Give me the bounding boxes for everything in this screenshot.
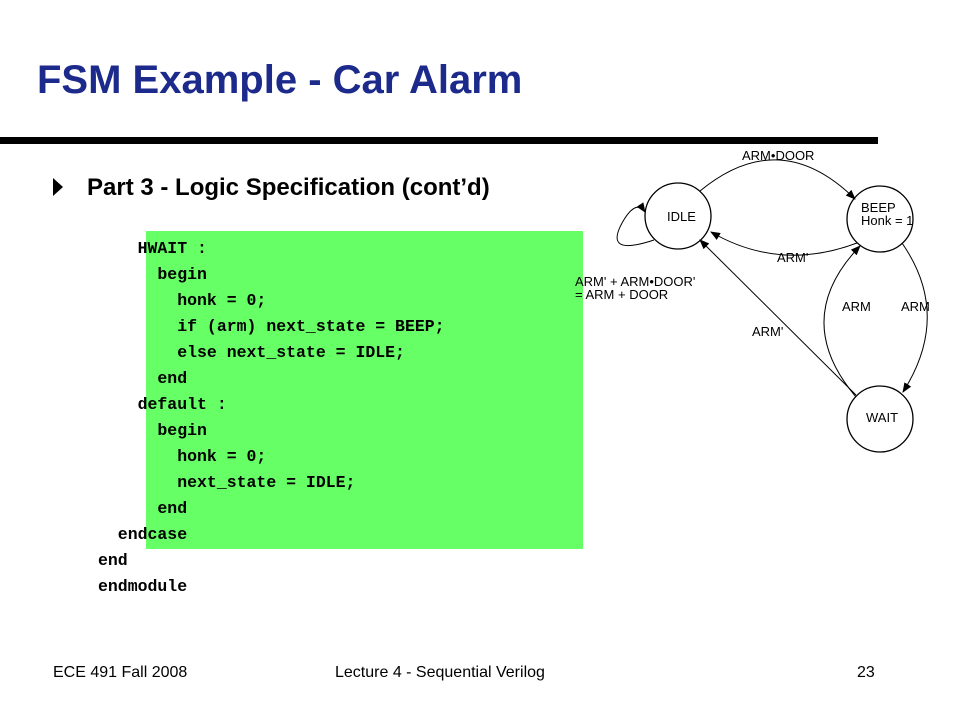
state-beep-output: Honk = 1 [861,213,913,228]
transition-idle-to-beep-label: ARM•DOOR [742,148,814,163]
code-line: HWAIT : [98,239,207,258]
transition-wait-to-idle [699,239,857,396]
bullet-arrow-icon [53,178,63,196]
footer-lecture-title: Lecture 4 - Sequential Verilog [335,664,545,681]
code-line: next_state = IDLE; [98,473,356,492]
bullet-item: Part 3 - Logic Specification (cont’d) [53,174,490,202]
code-line: honk = 0; [98,447,267,466]
transition-idle-self-loop [616,202,655,247]
code-highlight [146,231,583,549]
transition-idle-to-beep [699,159,856,200]
bullet-text: Part 3 - Logic Specification (cont’d) [87,174,490,201]
code-line: honk = 0; [98,291,267,310]
code-line: begin [98,265,207,284]
footer-course: ECE 491 Fall 2008 [53,664,188,681]
state-wait [846,385,914,453]
transition-wait-to-beep-label: ARM [842,299,871,314]
transition-wait-to-idle-label: ARM' [752,324,783,339]
transition-beep-to-wait-label: ARM [901,299,930,314]
title-divider [0,137,878,144]
code-line: if (arm) next_state = BEEP; [98,317,445,336]
state-idle-label: IDLE [667,209,696,224]
slide-title: FSM Example - Car Alarm [37,58,523,102]
code-line: endcase [98,525,188,544]
transition-beep-to-wait [901,242,928,393]
footer-page-number: 23 [857,664,875,681]
code-line: end [98,499,188,518]
transition-beep-to-idle-label: ARM' [777,250,808,265]
state-beep-label: BEEP [861,200,896,215]
transition-idle-self-label-1: ARM' + ARM•DOOR' [575,274,695,289]
code-line: begin [98,421,207,440]
code-block: HWAIT : begin honk = 0; if (arm) next_st… [98,236,445,600]
transition-beep-to-idle [710,231,858,256]
state-beep [846,185,914,253]
code-line: end [98,551,128,570]
state-idle [644,182,712,250]
code-line: default : [98,395,227,414]
transition-wait-to-beep [823,245,861,398]
code-line: end [98,369,188,388]
transition-idle-self-label-2: = ARM + DOOR [575,287,668,302]
code-line: endmodule [98,577,188,596]
state-wait-label: WAIT [866,410,898,425]
code-line: else next_state = IDLE; [98,343,405,362]
